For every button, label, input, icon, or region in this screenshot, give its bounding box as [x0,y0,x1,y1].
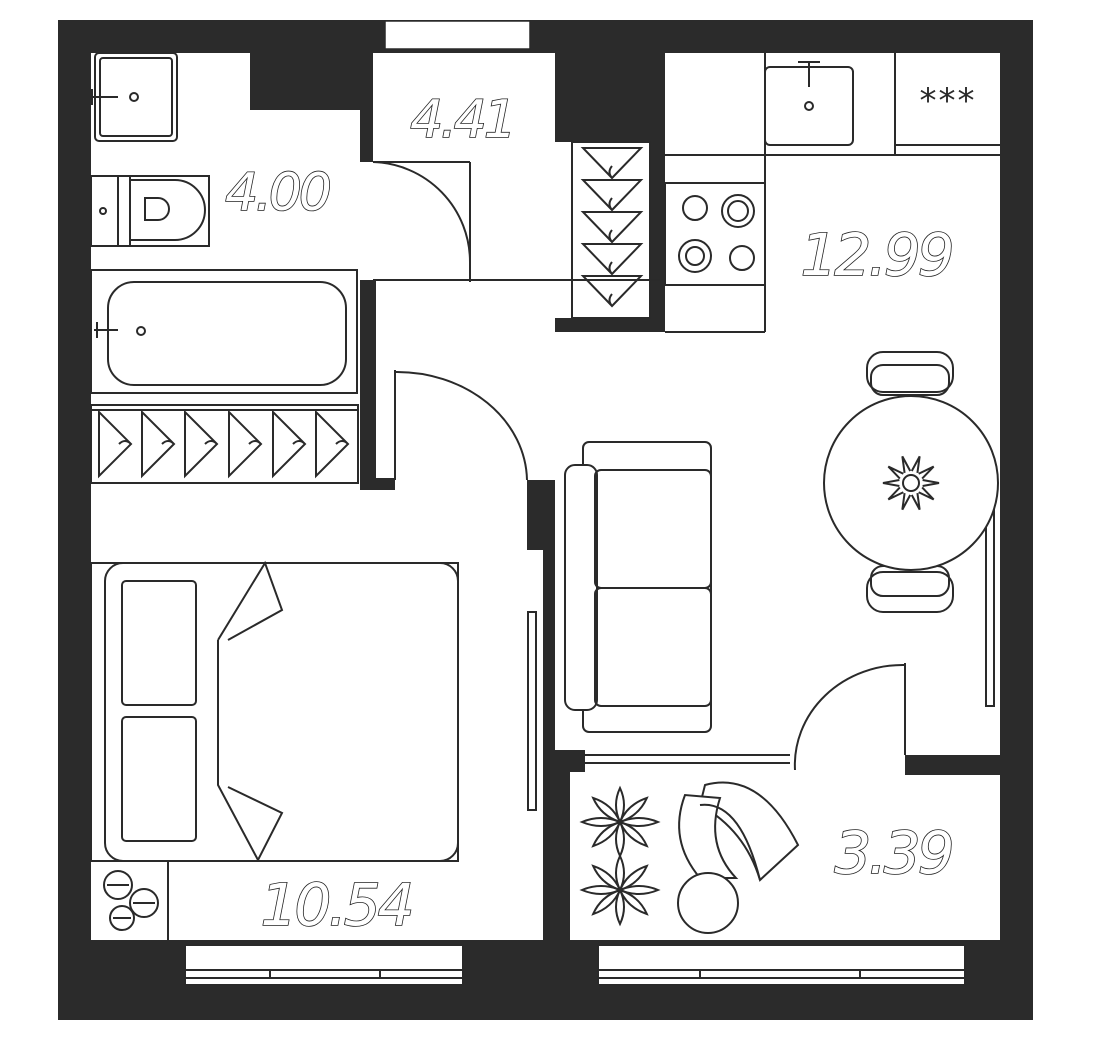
hanger-icon [184,409,219,479]
leaf-icon [901,493,912,511]
hanger-icon [580,211,644,244]
palm-leaf-icon [579,817,621,827]
area-label-balcony: 3.39 [834,819,951,887]
palm-leaf-icon [591,821,621,848]
monstera-leaf-icon [109,905,135,931]
hangers [98,409,350,479]
plant-icon [882,455,940,511]
bathtub [90,269,358,394]
cooktop [664,182,766,286]
hob-marker: *** [920,81,977,121]
palm-leaf-icon [591,796,621,823]
bed [90,560,459,863]
kitchen-sink [764,61,854,146]
hanger-icon [580,147,644,180]
dining-chair-bottom [866,565,954,613]
palm-leaf-icon [619,817,661,827]
dining-chair-top [866,351,954,396]
palm-leaf-icon [615,889,625,927]
bathroom-door [372,161,471,282]
monstera-plant-icon [103,870,159,931]
hanger-icon [580,179,644,212]
potted-plants-icon [579,785,661,927]
leaf-icon [918,465,935,480]
armchair [677,781,800,934]
leaf-icon [887,486,904,501]
hall-hangers [580,147,644,308]
hanger-icon [141,409,176,479]
palm-leaf-icon [615,853,625,891]
toilet [90,175,210,247]
hall-wardrobe [571,141,651,319]
area-label-hall: 4.41 [410,90,514,150]
hanger-icon [315,409,350,479]
wardrobe [90,404,359,484]
bottom-windows [184,944,966,986]
plant-center-icon [902,474,920,492]
bedroom-door [394,370,528,481]
area-label-bedroom: 10.54 [260,871,411,939]
palm-leaf-icon [619,796,649,823]
palm-leaf-icon [591,864,621,891]
leaf-icon [887,465,904,480]
bathroom-sink [91,52,178,142]
hanger-icon [580,275,644,308]
leaf-icon [910,455,921,473]
area-label-bathroom: 4.00 [225,163,330,223]
leaf-icon [922,479,940,487]
leaf-icon [882,479,900,487]
dining-table [823,395,999,571]
palm-leaf-icon [619,885,661,895]
leaf-icon [910,493,921,511]
leaf-icon [901,455,912,473]
palm-leaf-icon [619,821,649,848]
hanger-icon [272,409,307,479]
hanger-icon [98,409,133,479]
palm-leaf-icon [619,889,649,916]
palm-leaf-icon [615,785,625,823]
balcony-rail [583,754,790,764]
palm-leaf-icon [619,864,649,891]
leaf-icon [918,486,935,501]
balcony-door [793,663,906,771]
monstera-leaf-icon [129,888,159,918]
interior-walls-top [250,52,1003,1020]
palm-leaf-icon [591,889,621,916]
palm-leaf-icon [579,885,621,895]
sofa [564,441,712,733]
hanger-icon [580,243,644,276]
hanger-icon [228,409,263,479]
monstera-leaf-icon [103,870,133,900]
area-label-kitchen-living: 12.99 [800,221,951,289]
